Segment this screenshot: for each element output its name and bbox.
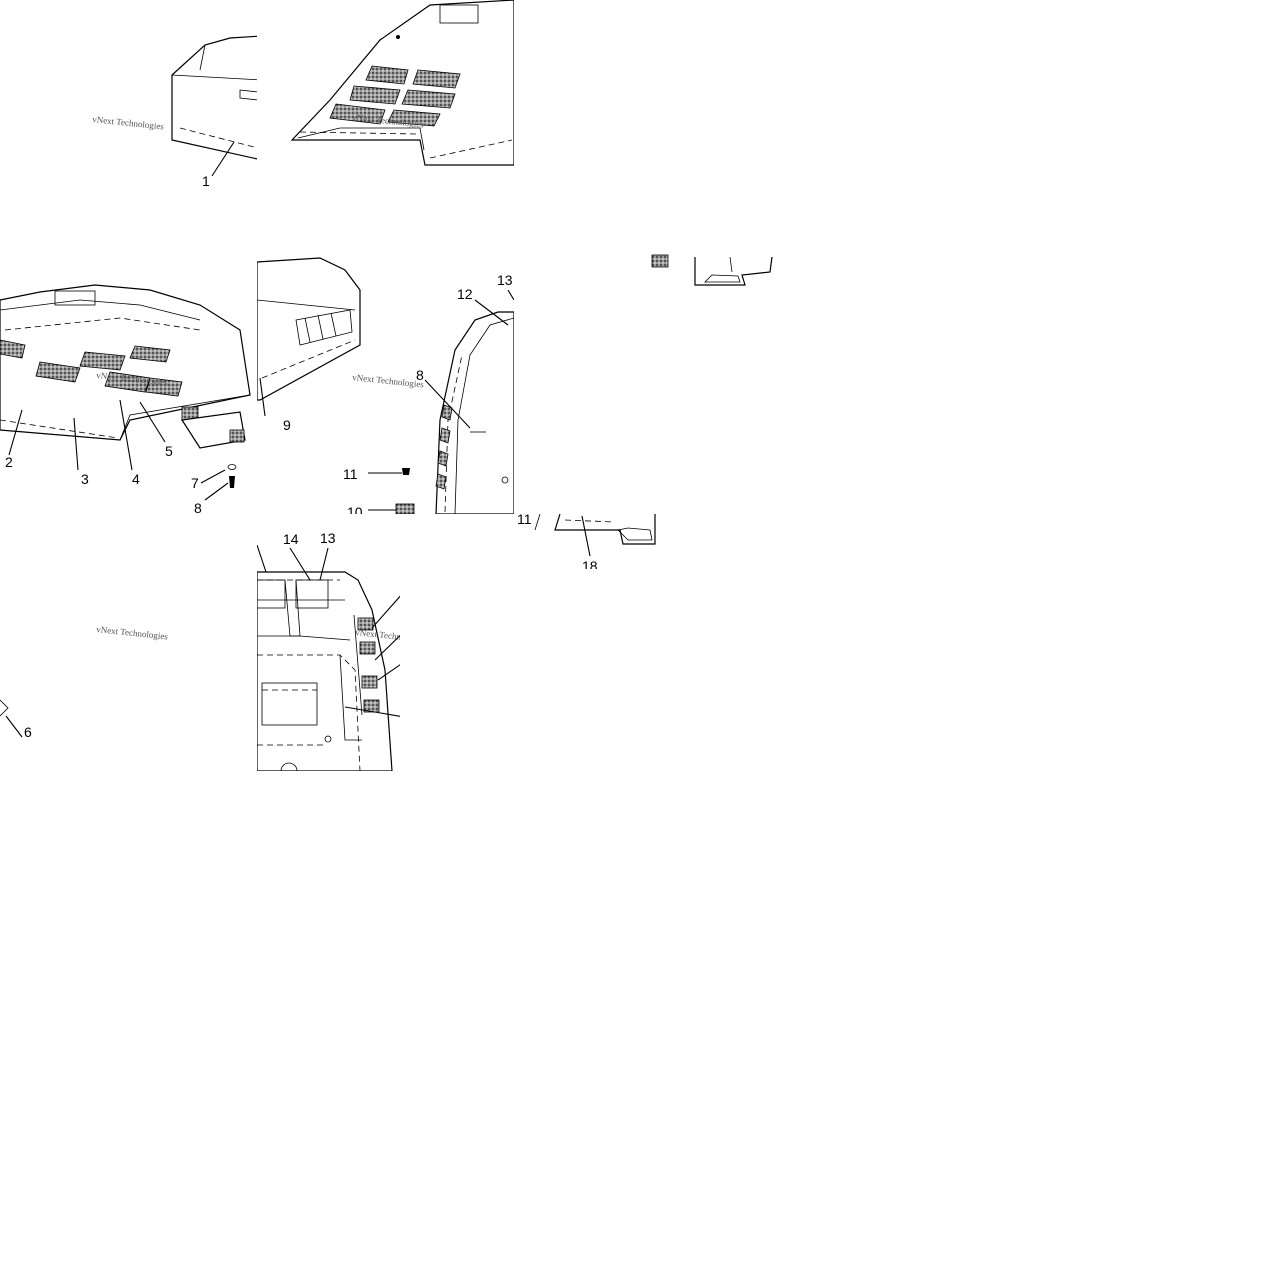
callout-15: 15 [426,636,442,652]
callout-18: 18 [582,558,598,574]
callout-1: 1 [202,173,210,189]
tile-hood-assembly: vNext Technologies 2 3 4 5 7 8 [0,284,251,516]
callout-7: 7 [191,475,199,491]
tile-bracket-fragment-bottom: 11 18 [517,511,656,574]
callout-13: 13 [320,530,336,546]
watermark: vNext Technologies [92,114,165,132]
callout-6: 6 [24,724,32,740]
callout-11: 11 [517,511,532,527]
callout-5: 5 [165,443,173,459]
callout-2: 2 [5,454,13,470]
callout-11: 11 [343,466,358,482]
callout-9: 9 [283,417,291,433]
tile-hood-top: vNext Technologies [290,0,514,166]
tile-side-view: vNext Technologies 1 [92,35,257,189]
callout-12: 12 [457,286,473,302]
callout-17: 17 [424,713,440,729]
callout-8: 8 [416,367,424,383]
watermark: vNext Technologies [352,372,425,390]
callout-14: 14 [283,531,299,547]
callout-16: 16 [418,603,434,619]
tile-fragment-callout-6: vNext Technologies 6 [0,624,169,740]
tile-bracket-fragment-top: 10 [604,250,773,286]
callout-10: 10 [604,250,620,266]
tile-rear-side-view: vNext Technologies 9 8 11 10 12 13 [257,257,514,520]
callout-4: 4 [132,471,140,487]
callout-10: 10 [347,504,363,520]
tile-rear-view: vNext Technologies 14 13 15 16 15 17 [257,530,442,771]
callout-3: 3 [81,471,89,487]
watermark: vNext Technologies [96,624,169,642]
callout-15: 15 [403,578,419,594]
callout-13: 13 [497,272,513,288]
callout-8: 8 [194,500,202,516]
